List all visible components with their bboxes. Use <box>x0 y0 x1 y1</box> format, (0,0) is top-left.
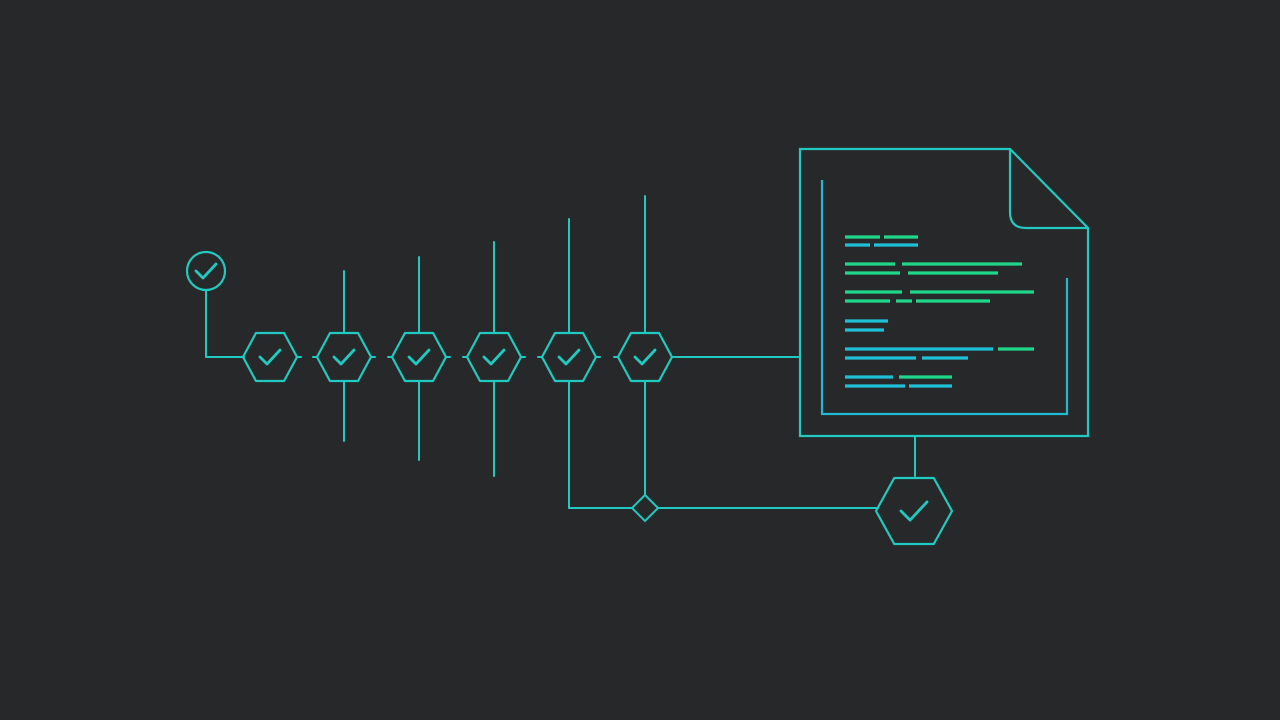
pipeline-nodes <box>241 331 674 383</box>
origin-check-node <box>185 250 227 292</box>
document-code-lines <box>845 235 1034 388</box>
hexagon-frame <box>540 331 598 383</box>
check-icon <box>899 500 929 522</box>
document-icon <box>798 147 1090 438</box>
connector-lines <box>205 195 916 509</box>
final-check-node <box>874 476 954 546</box>
pipeline-node-2 <box>315 331 373 383</box>
hexagon-frame <box>465 331 523 383</box>
diamond-junction-icon <box>630 493 660 523</box>
document-inner-frame <box>820 180 1069 416</box>
hexagon-frame <box>390 331 448 383</box>
origin-circle <box>185 250 227 292</box>
pipeline-node-3 <box>390 331 448 383</box>
check-icon <box>482 348 506 366</box>
document-folded-corner <box>1008 149 1088 230</box>
check-icon <box>258 348 282 366</box>
check-icon <box>633 348 657 366</box>
pipeline-node-5 <box>540 331 598 383</box>
hexagon-frame <box>315 331 373 383</box>
hexagon-frame <box>874 476 954 546</box>
final-hexagon <box>874 476 954 546</box>
hexagon-frame <box>616 331 674 383</box>
hexagon-frame <box>241 331 299 383</box>
pipeline-node-1 <box>241 331 299 383</box>
pipeline-node-4 <box>465 331 523 383</box>
document-outer-outline <box>798 147 1090 438</box>
pipeline-node-6 <box>616 331 674 383</box>
merge-junction <box>630 493 660 523</box>
check-icon <box>332 348 356 366</box>
check-icon <box>557 348 581 366</box>
check-icon <box>407 348 431 366</box>
check-icon <box>194 262 218 280</box>
